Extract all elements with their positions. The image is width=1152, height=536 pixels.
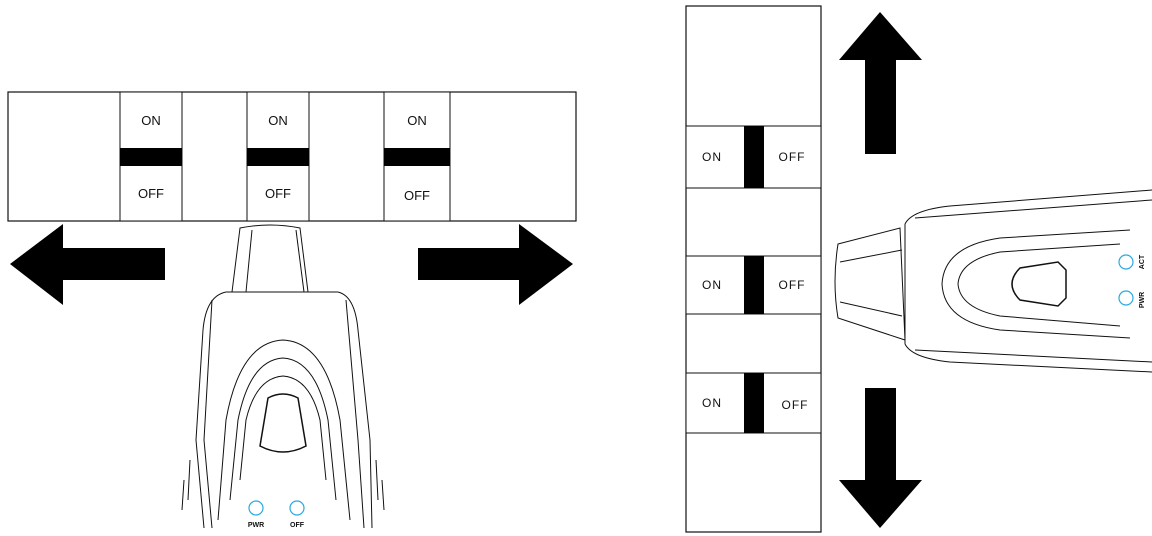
- led-label: PWR: [1139, 292, 1146, 308]
- arrow-left-icon: [10, 224, 165, 305]
- led-indicator-icon: [289, 500, 305, 516]
- left-switch-3[interactable]: ON OFF: [383, 91, 451, 222]
- right-switch-2[interactable]: ON OFF: [685, 255, 822, 315]
- tester-device-side: [834, 189, 1152, 373]
- switch-on-label: ON: [141, 113, 161, 128]
- left-switch-2[interactable]: ON OFF: [246, 91, 310, 222]
- switch-off-label: OFF: [779, 150, 806, 164]
- led-label: ACT: [1139, 254, 1146, 269]
- arrow-right-icon: [418, 224, 573, 305]
- arrow-down-icon: [839, 388, 922, 528]
- switch-lever: [744, 126, 764, 188]
- switch-on-label: ON: [268, 113, 288, 128]
- left-switch-1[interactable]: ON OFF: [119, 91, 183, 222]
- right-switch-1[interactable]: ON OFF: [685, 125, 822, 189]
- switch-on-label: ON: [702, 396, 722, 410]
- led-indicator-icon: [248, 500, 264, 516]
- tester-device-front: [181, 224, 385, 529]
- switch-lever: [384, 148, 450, 166]
- switch-on-label: ON: [407, 113, 427, 128]
- left-panel: ON OFF ON OFF ON OFF: [7, 91, 577, 529]
- switch-on-label: ON: [702, 278, 722, 292]
- led-indicator-icon: [1118, 254, 1134, 270]
- switch-off-label: OFF: [138, 186, 164, 201]
- switch-off-label: OFF: [782, 398, 809, 412]
- right-panel: ON OFF ON OFF ON OFF: [685, 5, 1152, 533]
- switch-lever: [744, 373, 764, 433]
- switch-on-label: ON: [702, 150, 722, 164]
- switch-lever: [744, 256, 764, 314]
- switch-off-label: OFF: [404, 188, 430, 203]
- switch-off-label: OFF: [779, 278, 806, 292]
- led-indicator-icon: [1118, 290, 1134, 306]
- switch-lever: [247, 148, 309, 166]
- arrow-up-icon: [839, 12, 922, 154]
- switch-off-label: OFF: [265, 186, 291, 201]
- led-label: PWR: [248, 522, 264, 529]
- right-switch-3[interactable]: ON OFF: [685, 372, 822, 434]
- switch-lever: [120, 148, 182, 166]
- led-label: OFF: [290, 522, 305, 529]
